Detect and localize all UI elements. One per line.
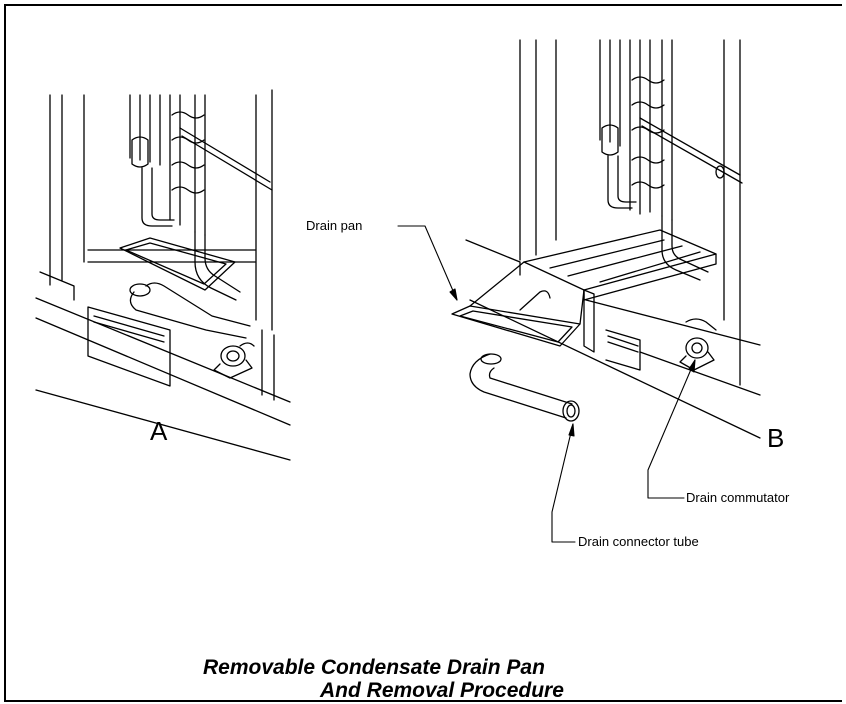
caption-line-2: And Removal Procedure <box>320 679 564 702</box>
view-b-illustration <box>451 39 761 439</box>
view-b-label: B <box>767 423 785 453</box>
figure-frame <box>4 4 842 702</box>
leader-drain-connector-tube <box>551 423 576 543</box>
leader-drain-pan <box>397 225 458 301</box>
drain-pan-label: Drain pan <box>306 218 363 233</box>
leader-drain-commutator <box>647 359 696 499</box>
view-a-illustration <box>35 89 291 461</box>
drain-connector-tube-label: Drain connector tube <box>578 534 699 549</box>
view-a-label: A <box>150 416 168 446</box>
caption-line-1: Removable Condensate Drain Pan <box>203 656 545 679</box>
drain-commutator-label: Drain commutator <box>686 490 790 505</box>
